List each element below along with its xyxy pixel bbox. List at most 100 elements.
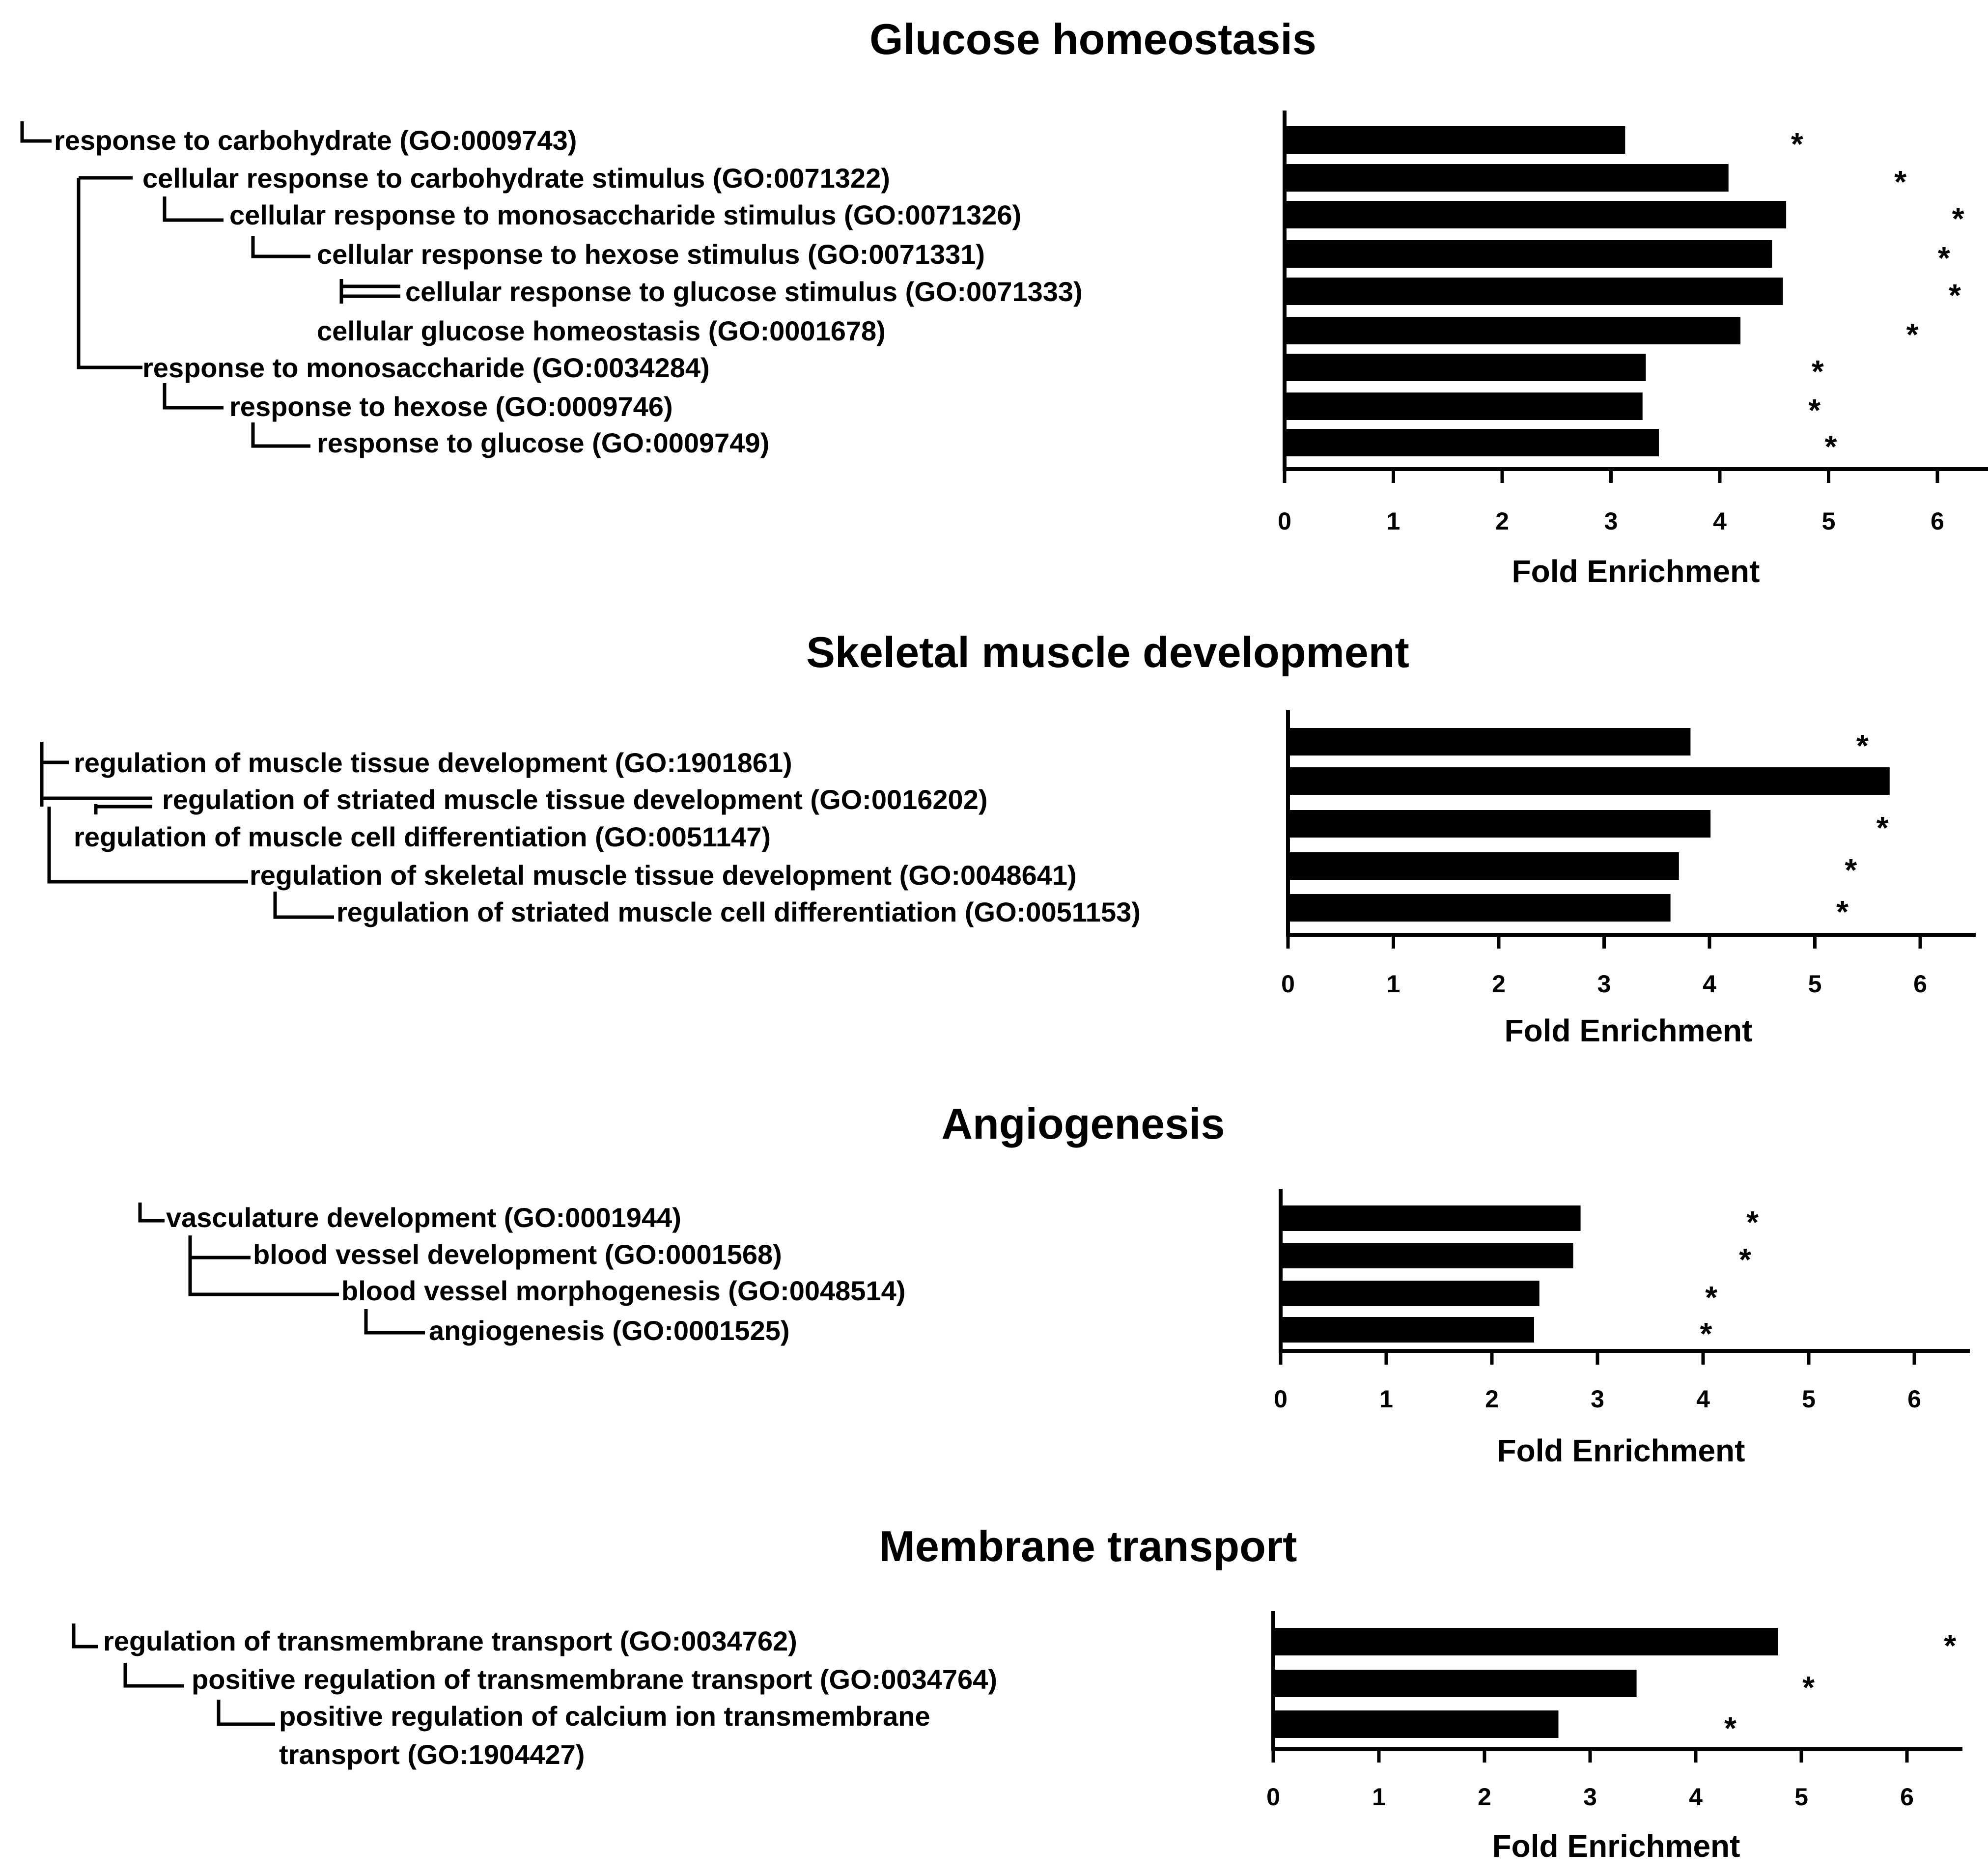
bar — [1273, 1670, 1637, 1697]
significance-marker: * — [1944, 1628, 1956, 1663]
significance-marker: * — [1949, 278, 1961, 313]
bar — [1285, 317, 1741, 344]
significance-marker: * — [1739, 1242, 1751, 1277]
significance-marker: * — [1700, 1316, 1712, 1351]
x-tick-label: 4 — [1689, 1783, 1703, 1811]
bar — [1281, 1317, 1534, 1343]
go-term-label: response to hexose (GO:0009746) — [229, 391, 673, 422]
bar — [1281, 1243, 1573, 1268]
hierarchy-connector — [188, 1235, 251, 1260]
hierarchy-connector — [138, 1203, 165, 1223]
significance-marker: * — [1856, 728, 1869, 763]
go-term-label: regulation of striated muscle tissue dev… — [162, 784, 988, 815]
x-tick-label: 0 — [1278, 507, 1291, 535]
go-term-label: positive regulation of transmembrane tra… — [192, 1664, 997, 1695]
significance-marker: * — [1906, 317, 1919, 352]
x-tick-label: 2 — [1485, 1385, 1499, 1413]
x-tick-label: 5 — [1808, 970, 1822, 998]
go-term-label: vasculature development (GO:0001944) — [166, 1202, 681, 1233]
x-axis-label: Fold Enrichment — [1505, 1013, 1753, 1048]
x-tick-label: 2 — [1495, 507, 1509, 535]
hierarchy-connector — [364, 1309, 425, 1335]
hierarchy-connector — [273, 892, 334, 919]
significance-marker: * — [1812, 354, 1824, 389]
x-tick-label: 3 — [1591, 1385, 1604, 1413]
go-term-label: response to monosaccharide (GO:0034284) — [142, 352, 710, 383]
x-tick-label: 0 — [1266, 1783, 1280, 1811]
bar — [1285, 392, 1643, 420]
significance-marker: * — [1802, 1670, 1815, 1705]
x-tick-label: 5 — [1802, 1385, 1816, 1413]
bar — [1285, 354, 1646, 381]
x-tick-label: 4 — [1713, 507, 1727, 535]
x-axis-label: Fold Enrichment — [1492, 1828, 1740, 1864]
significance-marker: * — [1894, 164, 1906, 199]
x-axis-label: Fold Enrichment — [1497, 1433, 1745, 1468]
bar — [1288, 728, 1691, 756]
panel-title: Angiogenesis — [942, 1099, 1225, 1148]
x-tick-label: 3 — [1604, 507, 1618, 535]
x-tick-label: 5 — [1794, 1783, 1808, 1811]
significance-marker: * — [1705, 1280, 1717, 1315]
significance-marker: * — [1791, 126, 1803, 162]
bar — [1285, 278, 1783, 305]
hierarchy-connector — [163, 196, 224, 222]
x-tick-label: 6 — [1900, 1783, 1914, 1811]
go-term-label: regulation of striated muscle cell diffe… — [336, 896, 1141, 927]
significance-marker: * — [1876, 810, 1889, 845]
hierarchy-connector — [217, 1700, 275, 1726]
hierarchy-connector — [251, 422, 310, 448]
significance-marker: * — [1836, 894, 1848, 929]
x-tick-label: 3 — [1583, 1783, 1597, 1811]
x-tick-label: 3 — [1597, 970, 1611, 998]
bar — [1285, 429, 1659, 456]
go-term-label: blood vessel morphogenesis (GO:0048514) — [341, 1275, 905, 1306]
hierarchy-connector — [72, 1624, 98, 1649]
hierarchy-connector — [251, 236, 310, 258]
go-term-label: cellular response to monosaccharide stim… — [229, 199, 1021, 230]
bar — [1288, 852, 1679, 880]
x-tick-label: 1 — [1387, 970, 1400, 998]
x-tick-label: 4 — [1703, 970, 1716, 998]
hierarchy-connector — [77, 178, 142, 369]
bar — [1273, 1628, 1778, 1655]
significance-marker: * — [1845, 852, 1857, 888]
hierarchy-connector — [123, 1663, 184, 1688]
go-term-label: blood vessel development (GO:0001568) — [253, 1239, 782, 1270]
bar — [1273, 1710, 1559, 1738]
go-term-label: cellular glucose homeostasis (GO:0001678… — [317, 315, 886, 346]
bar — [1285, 126, 1625, 154]
hierarchy-connector — [20, 121, 52, 143]
bar — [1285, 164, 1729, 192]
bar — [1285, 240, 1772, 268]
x-tick-label: 2 — [1492, 970, 1506, 998]
go-term-label: cellular response to glucose stimulus (G… — [405, 276, 1083, 307]
go-term-label: angiogenesis (GO:0001525) — [429, 1315, 790, 1346]
go-term-label: cellular response to hexose stimulus (GO… — [317, 239, 985, 270]
bar — [1288, 894, 1671, 922]
hierarchy-connector — [163, 383, 224, 410]
x-tick-label: 4 — [1696, 1385, 1710, 1413]
panel-title: Membrane transport — [879, 1522, 1297, 1570]
x-tick-label: 1 — [1387, 507, 1400, 535]
significance-marker: * — [1825, 429, 1837, 464]
bar — [1288, 810, 1711, 838]
go-term-label: regulation of skeletal muscle tissue dev… — [250, 860, 1077, 891]
hierarchy-connector — [188, 1258, 339, 1296]
x-tick-label: 1 — [1372, 1783, 1386, 1811]
x-tick-label: 0 — [1281, 970, 1295, 998]
x-axis-label: Fold Enrichment — [1512, 554, 1760, 589]
hierarchy-connector — [47, 807, 248, 884]
significance-marker: * — [1808, 392, 1820, 428]
panel-2: Angiogenesis vasculature development (GO:… — [138, 1099, 1970, 1468]
x-tick-label: 2 — [1478, 1783, 1491, 1811]
go-term-label: positive regulation of calcium ion trans… — [279, 1701, 930, 1770]
significance-marker: * — [1938, 240, 1950, 276]
x-tick-label: 1 — [1379, 1385, 1393, 1413]
go-term-label: response to carbohydrate (GO:0009743) — [54, 125, 577, 156]
x-tick-label: 6 — [1907, 1385, 1921, 1413]
significance-marker: * — [1746, 1204, 1759, 1240]
